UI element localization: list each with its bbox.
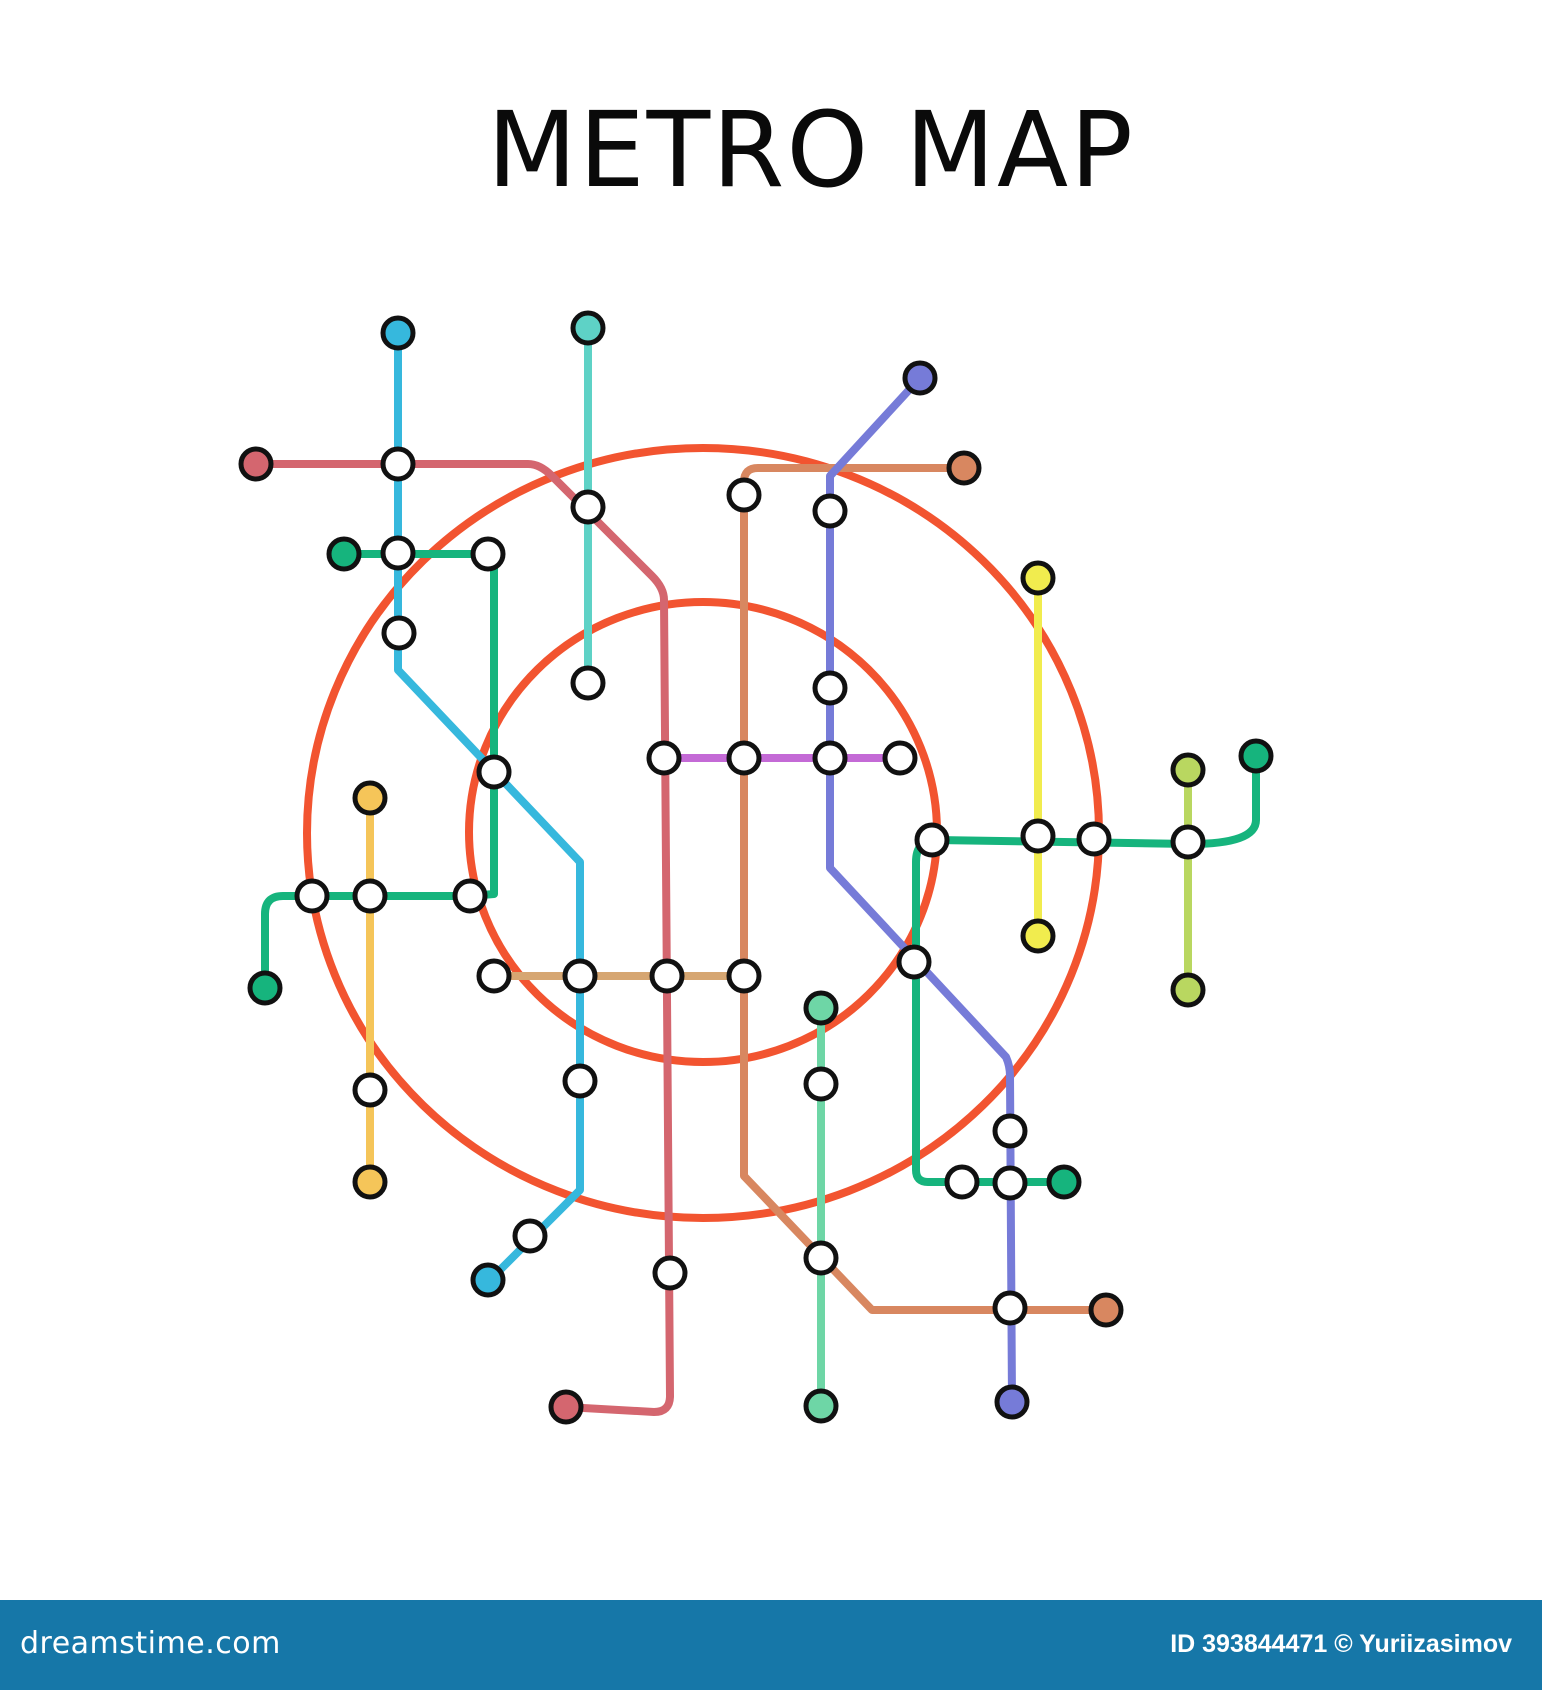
interchange-station[interactable] (476, 754, 512, 790)
interchange-station[interactable] (476, 958, 512, 994)
interchange-station[interactable] (562, 1063, 598, 1099)
interchange-station[interactable] (992, 1113, 1028, 1149)
terminal-station-dusty-red[interactable] (548, 1389, 584, 1425)
interchange-station[interactable] (470, 536, 506, 572)
terminal-station-amber[interactable] (352, 780, 388, 816)
line-periwinkle (826, 374, 1016, 1406)
interchange-station[interactable] (726, 740, 762, 776)
interchange-station[interactable] (882, 740, 918, 776)
terminal-station-yellow[interactable] (1020, 560, 1056, 596)
interchange-station[interactable] (652, 1255, 688, 1291)
interchange-station[interactable] (914, 822, 950, 858)
interchange-station[interactable] (726, 477, 762, 513)
interchange-station[interactable] (646, 740, 682, 776)
line-dusty-red (252, 460, 674, 1416)
interchange-station[interactable] (380, 446, 416, 482)
terminal-station-periwinkle[interactable] (902, 360, 938, 396)
interchange-station[interactable] (1020, 818, 1056, 854)
interchange-station[interactable] (896, 944, 932, 980)
interchange-station[interactable] (570, 665, 606, 701)
interchange-station[interactable] (352, 1072, 388, 1108)
line-green-west (261, 892, 474, 992)
interchange-station[interactable] (1170, 824, 1206, 860)
interchange-station[interactable] (944, 1164, 980, 1200)
footer-bar: dreamstime.com ID 393844471 © Yuriizasim… (0, 1600, 1542, 1690)
terminal-station-lime[interactable] (1170, 752, 1206, 788)
line-ring-inner (465, 598, 941, 1066)
interchange-station[interactable] (352, 878, 388, 914)
terminal-station-lime[interactable] (1170, 972, 1206, 1008)
interchange-station[interactable] (570, 489, 606, 525)
terminal-station-mint[interactable] (803, 990, 839, 1026)
terminal-station-mint[interactable] (803, 1388, 839, 1424)
interchange-station[interactable] (380, 535, 416, 571)
interchange-station[interactable] (294, 878, 330, 914)
terminals-layer (238, 310, 1274, 1425)
interchange-station[interactable] (992, 1290, 1028, 1326)
terminal-station-periwinkle[interactable] (994, 1384, 1030, 1420)
interchange-station[interactable] (562, 958, 598, 994)
interchange-station[interactable] (812, 740, 848, 776)
map-title: METRO MAP (487, 89, 1135, 211)
footer-image-id: ID 393844471 © Yuriizasimov (1170, 1630, 1512, 1658)
terminal-station-terracotta[interactable] (946, 450, 982, 486)
interchange-station[interactable] (803, 1240, 839, 1276)
footer-brand[interactable]: dreamstime.com (20, 1626, 281, 1661)
terminal-station-yellow[interactable] (1020, 918, 1056, 954)
line-terracotta (740, 464, 1110, 1314)
line-ring-outer (303, 444, 1103, 1222)
terminal-station-dusty-red[interactable] (238, 446, 274, 482)
terminal-station-green-east[interactable] (1238, 738, 1274, 774)
interchange-station[interactable] (381, 615, 417, 651)
interchange-station[interactable] (1076, 821, 1112, 857)
terminal-station-light-blue[interactable] (470, 1262, 506, 1298)
interchange-station[interactable] (512, 1218, 548, 1254)
interchange-station[interactable] (726, 958, 762, 994)
terminal-station-amber[interactable] (352, 1164, 388, 1200)
stations-layer (294, 446, 1206, 1326)
interchange-station[interactable] (649, 958, 685, 994)
interchange-station[interactable] (812, 493, 848, 529)
interchange-station[interactable] (992, 1165, 1028, 1201)
terminal-station-green-north[interactable] (326, 536, 362, 572)
terminal-station-terracotta[interactable] (1088, 1292, 1124, 1328)
interchange-station[interactable] (452, 878, 488, 914)
terminal-station-green-west[interactable] (247, 970, 283, 1006)
interchange-station[interactable] (803, 1066, 839, 1102)
terminal-station-turquoise[interactable] (570, 310, 606, 346)
interchange-station[interactable] (812, 670, 848, 706)
terminal-station-green-east[interactable] (1046, 1164, 1082, 1200)
terminal-station-light-blue[interactable] (380, 315, 416, 351)
